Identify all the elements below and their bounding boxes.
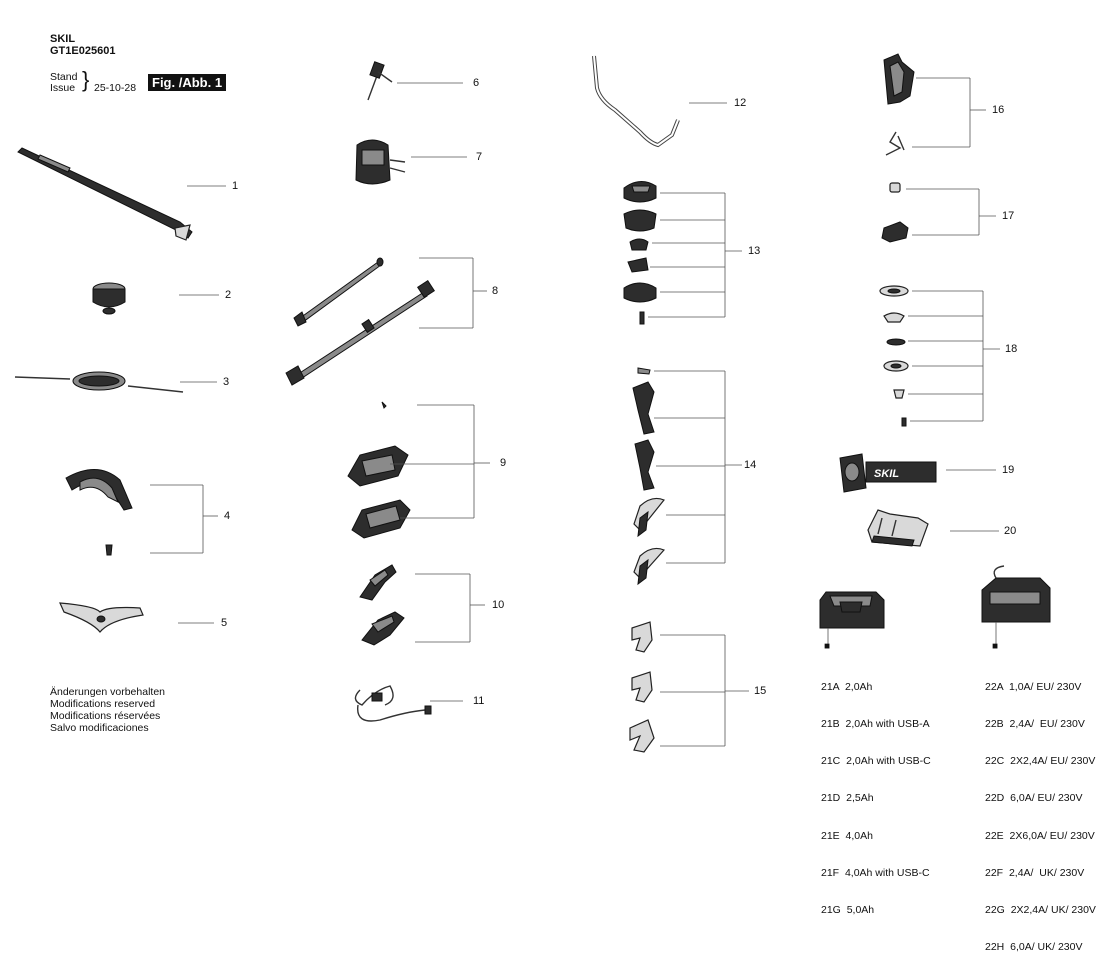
parts-diagram: SKIL — [14, 53, 1051, 753]
part-label-15: 15 — [754, 685, 767, 697]
part-5-drawing — [59, 602, 144, 633]
part-label-18: 18 — [1005, 343, 1018, 355]
part-18-drawing — [879, 285, 909, 427]
charger-row: 22C 2X2,4A/ EU/ 230V — [985, 755, 1096, 768]
part-label-4: 4 — [224, 510, 231, 522]
charger-row: 22E 2X6,0A/ EU/ 230V — [985, 829, 1095, 842]
battery-row: 21D 2,5Ah — [821, 792, 874, 805]
part-14-drawing — [632, 367, 666, 586]
charger-row: 22F 2,4A/ UK/ 230V — [985, 866, 1085, 879]
part-20-drawing — [867, 509, 929, 547]
battery-row: 21B 2,0Ah with USB-A — [821, 718, 930, 731]
figure-label: Fig. /Abb. 1 — [148, 74, 227, 91]
note-en: Modifications reserved — [50, 698, 156, 710]
part-6-drawing — [367, 61, 393, 101]
part-label-10: 10 — [492, 599, 505, 611]
part-7-drawing — [355, 139, 406, 185]
battery-row: 21E 4,0Ah — [821, 829, 873, 842]
part-label-5: 5 — [221, 617, 228, 629]
part-label-7: 7 — [476, 151, 483, 163]
part-15-drawing — [629, 621, 655, 753]
skil-logo-text: SKIL — [874, 468, 899, 480]
model-number: GT1E025601 — [50, 45, 116, 57]
part-4-drawing — [65, 469, 133, 556]
part-label-1: 1 — [232, 180, 239, 192]
part-label-8: 8 — [492, 285, 499, 297]
issue-label: Issue — [50, 82, 76, 94]
battery-row: 21G 5,0Ah — [821, 904, 875, 917]
part-8-drawing — [285, 257, 435, 386]
part-13-drawing — [623, 181, 657, 325]
battery-row: 21F 4,0Ah with USB-C — [821, 866, 930, 879]
part-label-12: 12 — [734, 97, 747, 109]
charger-list: 22A 1,0A/ EU/ 230V 22B 2,4A/ EU/ 230V 22… — [985, 656, 1096, 966]
part-10-drawing — [359, 564, 405, 646]
part-3-drawing — [14, 371, 184, 393]
part-label-19: 19 — [1002, 464, 1015, 476]
charger-row: 22D 6,0A/ EU/ 230V — [985, 792, 1083, 805]
battery-marker: ■ — [824, 641, 831, 652]
stand-label: Stand — [50, 71, 78, 83]
battery-row: 21A 2,0Ah — [821, 680, 873, 693]
part-17-drawing — [881, 182, 909, 243]
battery-drawing — [819, 591, 885, 629]
part-label-6: 6 — [473, 77, 480, 89]
part-label-16: 16 — [992, 104, 1005, 116]
part-19-drawing: SKIL — [839, 453, 937, 493]
charger-row: 22H 6,0A/ UK/ 230V — [985, 941, 1083, 954]
battery-row: 21C 2,0Ah with USB-C — [821, 755, 931, 768]
part-label-13: 13 — [748, 245, 761, 257]
battery-list: 21A 2,0Ah 21B 2,0Ah with USB-A 21C 2,0Ah… — [821, 656, 931, 929]
note-de: Änderungen vorbehalten — [50, 686, 166, 698]
part-label-2: 2 — [225, 289, 232, 301]
part-9-drawing — [347, 401, 411, 539]
part-label-20: 20 — [1004, 525, 1017, 537]
charger-drawing — [981, 565, 1051, 623]
note-fr: Modifications réservées — [50, 710, 161, 722]
part-12-drawing — [592, 55, 680, 148]
part-11-drawing — [354, 685, 432, 722]
part-2-drawing — [92, 282, 126, 315]
brand-name: SKIL — [50, 33, 76, 45]
part-label-11: 11 — [473, 695, 485, 707]
charger-row: 22G 2X2,4A/ UK/ 230V — [985, 904, 1096, 917]
charger-row: 22B 2,4A/ EU/ 230V — [985, 718, 1085, 731]
note-es: Salvo modificaciones — [50, 722, 149, 734]
part-label-9: 9 — [500, 457, 507, 469]
charger-row: 22A 1,0A/ EU/ 230V — [985, 680, 1082, 693]
issue-date: 25-10-28 — [94, 82, 137, 94]
brace-symbol: } — [82, 67, 90, 92]
leader-lines — [150, 77, 1000, 747]
part-label-3: 3 — [223, 376, 230, 388]
notes-block: Änderungen vorbehalten Modifications res… — [50, 686, 165, 734]
part-1-drawing — [17, 147, 193, 241]
charger-marker: ■ — [992, 641, 999, 652]
part-label-14: 14 — [744, 459, 757, 471]
part-label-17: 17 — [1002, 210, 1015, 222]
part-16-drawing — [883, 53, 915, 156]
